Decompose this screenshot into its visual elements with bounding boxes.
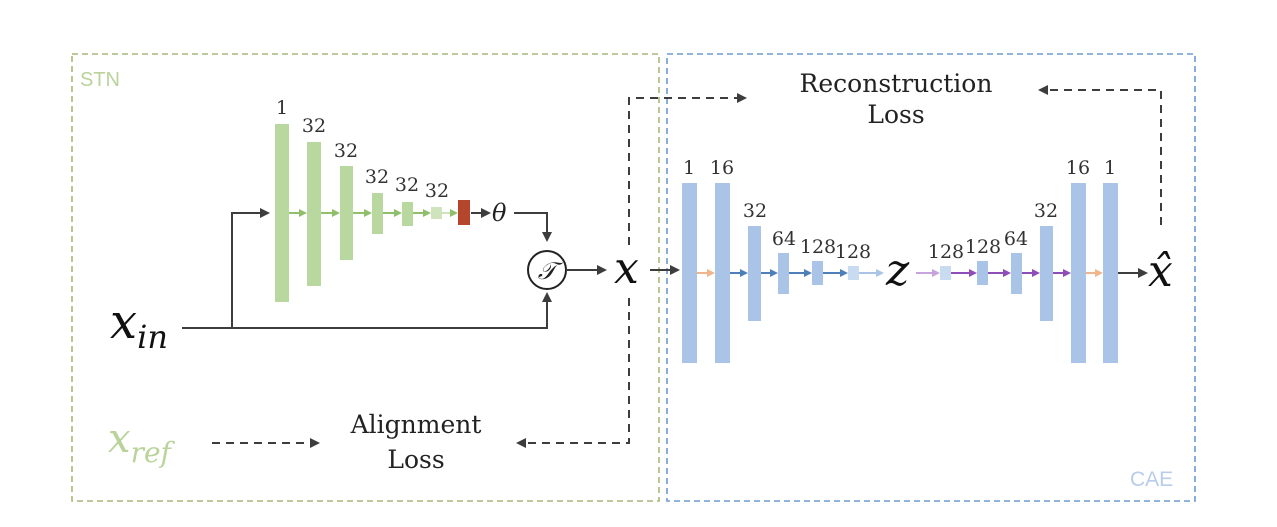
encoder-layer-2 xyxy=(715,183,730,363)
stn-panel xyxy=(71,53,660,502)
encoder-label-2: 16 xyxy=(710,157,734,179)
encoder-layers xyxy=(682,183,859,363)
latent-z-label: z xyxy=(885,245,910,296)
stn-layer-4 xyxy=(372,193,383,234)
reconstruction-loss-line1: Reconstruction xyxy=(800,69,993,98)
reconstruction-loss-line2: Loss xyxy=(867,100,924,129)
stn-label-4: 32 xyxy=(365,166,389,188)
decoder-layer-6 xyxy=(1103,183,1118,363)
encoder-label-3: 32 xyxy=(743,200,767,222)
decoder-label-4: 32 xyxy=(1034,200,1058,222)
stn-layer-labels: 1 32 32 32 32 32 xyxy=(276,97,449,202)
stn-theta-block xyxy=(458,200,470,225)
stn-layer-6 xyxy=(431,207,442,219)
decoder-layer-5 xyxy=(1071,183,1086,363)
stn-layer-5 xyxy=(402,202,413,226)
encoder-layer-3 xyxy=(748,226,761,321)
stn-layers xyxy=(275,124,470,302)
alignment-loss-line2: Loss xyxy=(387,445,444,474)
theta-to-transform-arrow xyxy=(514,212,552,242)
stn-label-6: 32 xyxy=(425,180,449,202)
decoder-label-3: 64 xyxy=(1004,228,1028,250)
decoder-layer-1 xyxy=(940,266,951,280)
cae-panel-label: CAE xyxy=(1130,468,1173,491)
ref-label: xref xyxy=(108,416,176,469)
decoder-layers xyxy=(940,183,1118,363)
decoder-label-1: 128 xyxy=(928,241,964,263)
input-to-transform-arrow xyxy=(232,292,552,329)
cae-panel xyxy=(666,53,1196,502)
aligned-x-label: x xyxy=(614,243,639,294)
encoder-label-5: 128 xyxy=(800,236,836,258)
input-label: xin xyxy=(110,294,168,356)
decoder-layer-2 xyxy=(977,261,988,285)
encoder-layer-1 xyxy=(682,183,697,363)
decoder-label-2: 128 xyxy=(965,236,1001,258)
decoder-layer-3 xyxy=(1011,253,1022,294)
output-xhat-label: x̂ xyxy=(1148,246,1173,297)
stn-label-2: 32 xyxy=(302,115,326,137)
decoder-label-6: 1 xyxy=(1104,157,1116,179)
decoder-layer-4 xyxy=(1040,226,1053,321)
alignment-loss-line1: Alignment xyxy=(350,410,482,439)
stn-label-3: 32 xyxy=(334,140,358,162)
input-to-stn-arrow xyxy=(182,208,270,329)
stn-panel-label: STN xyxy=(80,69,120,91)
stn-layer-3 xyxy=(340,166,353,260)
encoder-label-6: 128 xyxy=(835,241,871,263)
output-to-reconstruction-loss-arrow xyxy=(1038,85,1162,225)
encoder-layer-5 xyxy=(812,261,823,285)
stn-layer-2 xyxy=(307,142,321,286)
encoder-layer-4 xyxy=(778,253,789,294)
encoder-label-1: 1 xyxy=(683,157,695,179)
encoder-labels: 1 16 32 64 128 128 xyxy=(683,157,871,263)
encoder-layer-6 xyxy=(848,266,859,280)
theta-label: θ xyxy=(492,199,507,227)
stn-label-1: 1 xyxy=(276,97,288,119)
stn-layer-1 xyxy=(275,124,289,302)
decoder-labels: 128 128 64 32 16 1 xyxy=(928,157,1116,263)
x-to-reconstruction-loss-arrow xyxy=(628,93,747,245)
encoder-label-4: 64 xyxy=(772,228,796,250)
decoder-label-5: 16 xyxy=(1066,157,1090,179)
x-to-alignment-loss-arrow xyxy=(516,298,630,448)
stn-label-5: 32 xyxy=(395,174,419,196)
